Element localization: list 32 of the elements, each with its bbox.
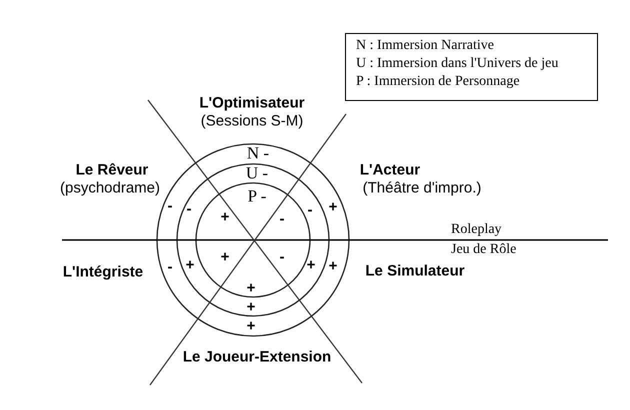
- ring-letter: U -: [246, 164, 268, 182]
- polarity-sign: -: [168, 260, 172, 274]
- player-type-name: L'Intégriste: [62, 264, 144, 280]
- legend-entry: N : Immersion Narrative: [356, 39, 494, 53]
- legend-entry: U : Immersion dans l'Univers de jeu: [356, 57, 558, 71]
- polarity-sign: -: [308, 202, 312, 218]
- legend-entry: P : Immersion de Personnage: [356, 75, 520, 89]
- player-type-name: L'Optimisateur: [199, 96, 305, 110]
- player-type-name: Le Simulateur: [365, 264, 465, 278]
- axis-label: Jeu de Rôle: [451, 243, 516, 257]
- ring-letter: P -: [248, 188, 266, 204]
- polarity-sign: -: [280, 212, 284, 226]
- player-type-subtitle: (Sessions S-M): [200, 114, 304, 128]
- polarity-sign: +: [220, 250, 230, 264]
- polarity-sign: +: [246, 300, 256, 314]
- polarity-sign: +: [328, 200, 338, 214]
- polarity-sign: +: [328, 258, 338, 274]
- polarity-sign: +: [246, 280, 256, 296]
- polarity-sign: -: [280, 250, 284, 264]
- polarity-sign: +: [220, 210, 230, 224]
- player-type-subtitle: (psychodrame): [60, 180, 160, 196]
- polarity-sign: -: [186, 202, 192, 216]
- polarity-sign: +: [186, 258, 194, 272]
- polarity-sign: +: [246, 318, 256, 334]
- player-type-name: Le Rêveur: [76, 162, 148, 178]
- polarity-sign: +: [306, 258, 316, 272]
- polarity-sign: -: [168, 198, 172, 214]
- ring-letter: N -: [246, 144, 270, 162]
- player-type-subtitle: (Théâtre d'impro.): [362, 180, 482, 196]
- axis-label: Roleplay: [451, 223, 502, 237]
- player-type-name: L'Acteur: [360, 162, 420, 178]
- player-type-name: Le Joueur-Extension: [182, 350, 332, 364]
